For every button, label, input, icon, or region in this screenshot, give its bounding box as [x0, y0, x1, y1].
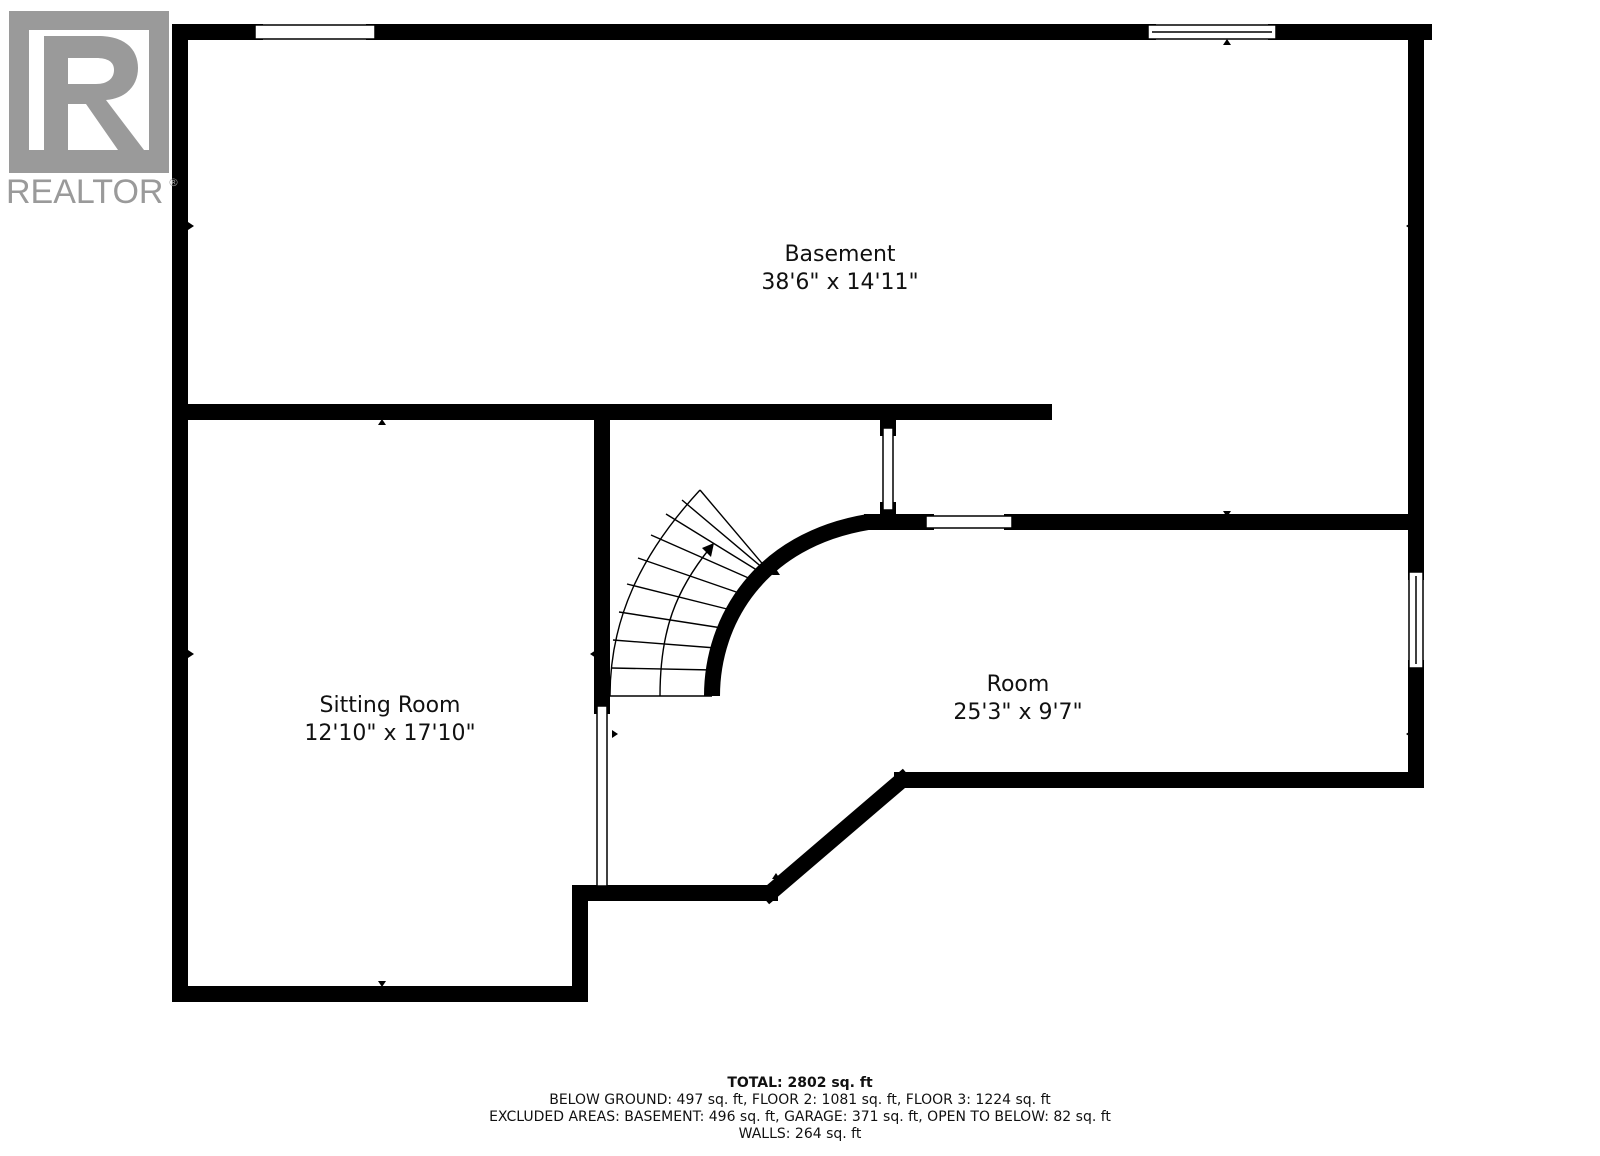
- realtor-r-icon: [9, 11, 169, 173]
- walls: [172, 24, 1432, 1002]
- walls-area: WALLS: 264 sq. ft: [738, 1126, 862, 1142]
- stair-direction-arrow: [702, 543, 714, 557]
- room-dimensions: 38'6" x 14'11": [761, 270, 919, 295]
- room-label-sitting-room: Sitting Room 12'10" x 17'10": [304, 692, 475, 748]
- floor-areas: BELOW GROUND: 497 sq. ft, FLOOR 2: 1081 …: [549, 1092, 1051, 1108]
- room-dimensions: 25'3" x 9'7": [953, 700, 1083, 725]
- room-dimensions: 12'10" x 17'10": [304, 721, 476, 746]
- wall-room-diagonal: [758, 768, 914, 905]
- opening-stub: [882, 427, 894, 511]
- realtor-wordmark: REALTOR: [6, 173, 164, 211]
- staircase: [609, 489, 767, 697]
- room-name: Room: [986, 672, 1050, 697]
- opening-sitting: [596, 705, 608, 887]
- area-summary: TOTAL: 2802 sq. ft BELOW GROUND: 497 sq.…: [0, 1075, 1600, 1143]
- room-name: Basement: [784, 242, 896, 267]
- registered-mark: ®: [168, 176, 179, 189]
- opening-room-top: [925, 515, 1013, 529]
- excluded-areas: EXCLUDED AREAS: BASEMENT: 496 sq. ft, GA…: [489, 1109, 1111, 1125]
- room-label-room: Room 25'3" x 9'7": [953, 671, 1082, 727]
- total-area: TOTAL: 2802 sq. ft: [727, 1075, 873, 1091]
- wall-stair-curve: [704, 514, 870, 697]
- dimension-markers: [188, 39, 1412, 987]
- room-label-basement: Basement 38'6" x 14'11": [761, 241, 918, 297]
- room-name: Sitting Room: [319, 693, 461, 718]
- realtor-logo: [6, 8, 178, 214]
- windows: [254, 24, 1424, 887]
- window-top-left: [254, 24, 376, 40]
